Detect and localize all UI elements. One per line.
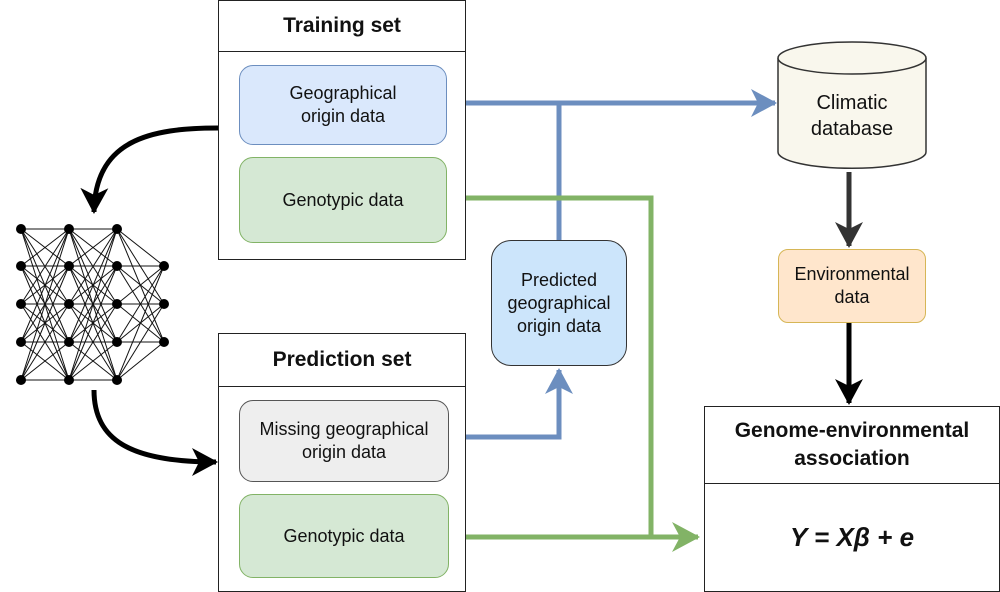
network-neuron xyxy=(16,337,26,347)
network-edge xyxy=(68,303,118,381)
gea-formula: Y = Xβ + e xyxy=(789,521,915,552)
network-neuron xyxy=(159,299,169,309)
network-neuron xyxy=(112,261,122,271)
network-neuron xyxy=(64,337,74,347)
environmental-data-node[interactable]: Environmental data xyxy=(778,249,926,323)
network-edge xyxy=(116,341,165,381)
arrow-network-to-prediction xyxy=(91,389,218,476)
network-edge xyxy=(116,265,165,305)
network-edge xyxy=(20,228,70,381)
missing-geo-origin-node[interactable]: Missing geographical origin data xyxy=(239,400,449,482)
network-neuron xyxy=(64,299,74,309)
network-edge xyxy=(116,265,165,343)
network-neuron xyxy=(16,261,26,271)
network-neuron xyxy=(112,337,122,347)
network-neuron xyxy=(64,375,74,385)
network-edge xyxy=(20,265,70,381)
network-edge xyxy=(68,228,118,343)
network-neuron xyxy=(64,261,74,271)
neural-network-icon xyxy=(16,224,169,385)
climatic-database-label: Climatic database xyxy=(810,92,894,140)
network-neuron xyxy=(112,375,122,385)
network-neuron xyxy=(16,299,26,309)
network-neuron xyxy=(159,261,169,271)
training-set-panel: Training set Geographical origin data Ge… xyxy=(218,0,466,260)
network-edge xyxy=(116,265,165,381)
network-edge xyxy=(20,228,70,343)
network-edge xyxy=(116,303,165,381)
climatic-database[interactable]: Climatic database xyxy=(776,40,928,174)
training-geo-origin-node[interactable]: Geographical origin data xyxy=(239,65,447,145)
network-edge xyxy=(20,303,70,381)
network-edge xyxy=(68,341,118,381)
network-edge xyxy=(20,228,70,305)
network-edge xyxy=(68,265,118,381)
prediction-set-title: Prediction set xyxy=(219,334,465,387)
network-edge xyxy=(20,341,70,381)
prediction-genotypic-node[interactable]: Genotypic data xyxy=(239,494,449,578)
network-edge xyxy=(68,228,118,305)
network-neuron xyxy=(16,375,26,385)
network-edge xyxy=(20,228,70,267)
network-neuron xyxy=(112,224,122,234)
line-training-genotypic xyxy=(447,195,654,537)
prediction-set-panel: Prediction set Missing geographical orig… xyxy=(218,333,466,592)
arrow-training-to-network xyxy=(80,125,219,214)
network-neuron xyxy=(159,337,169,347)
training-set-title: Training set xyxy=(219,1,465,52)
gea-panel: Genome-environmental association Y = Xβ … xyxy=(704,406,1000,592)
network-neuron xyxy=(112,299,122,309)
database-cylinder-icon xyxy=(777,41,927,169)
network-neuron xyxy=(16,224,26,234)
predicted-geo-origin-node[interactable]: Predicted geographical origin data xyxy=(491,240,627,366)
arrow-missing-to-predicted xyxy=(447,368,573,440)
network-neuron xyxy=(64,224,74,234)
training-genotypic-node[interactable]: Genotypic data xyxy=(239,157,447,243)
network-edge xyxy=(116,228,165,267)
gea-title: Genome-environmental association xyxy=(705,407,999,484)
network-edge xyxy=(68,228,118,267)
network-edge xyxy=(68,228,118,381)
